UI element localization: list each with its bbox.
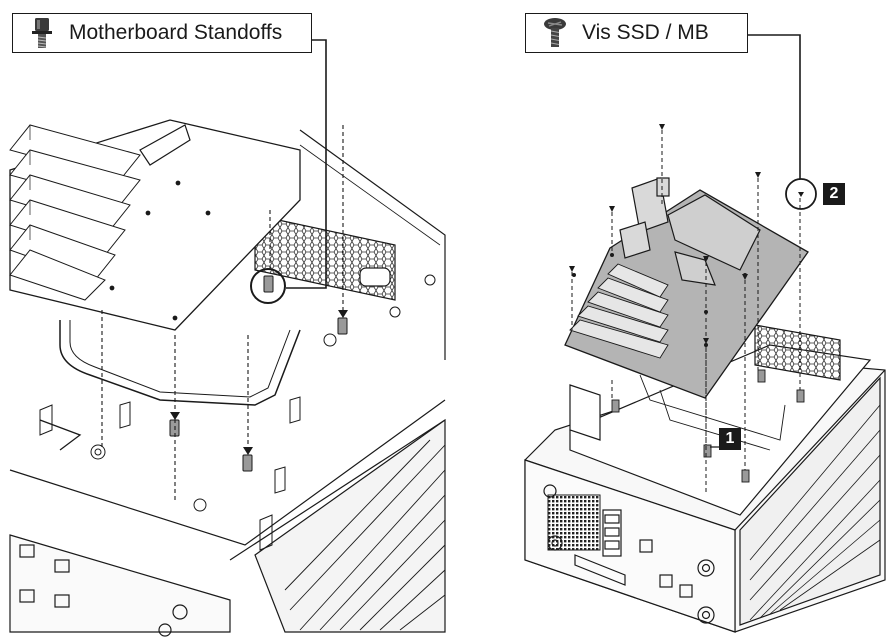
callout-vis-ssd-mb: Vis SSD / MB: [525, 13, 748, 53]
left-chassis-view: [9, 39, 446, 637]
callout-motherboard-standoffs: Motherboard Standoffs: [12, 13, 312, 53]
callout-label-standoffs: Motherboard Standoffs: [69, 21, 283, 44]
step-badge-1: 1: [719, 428, 741, 450]
callout-label-screw: Vis SSD / MB: [582, 21, 709, 44]
step-badge-2: 2: [823, 183, 845, 205]
right-pc-view: [524, 34, 886, 633]
screw-icon: [544, 18, 566, 47]
standoff-icon: [32, 18, 52, 48]
